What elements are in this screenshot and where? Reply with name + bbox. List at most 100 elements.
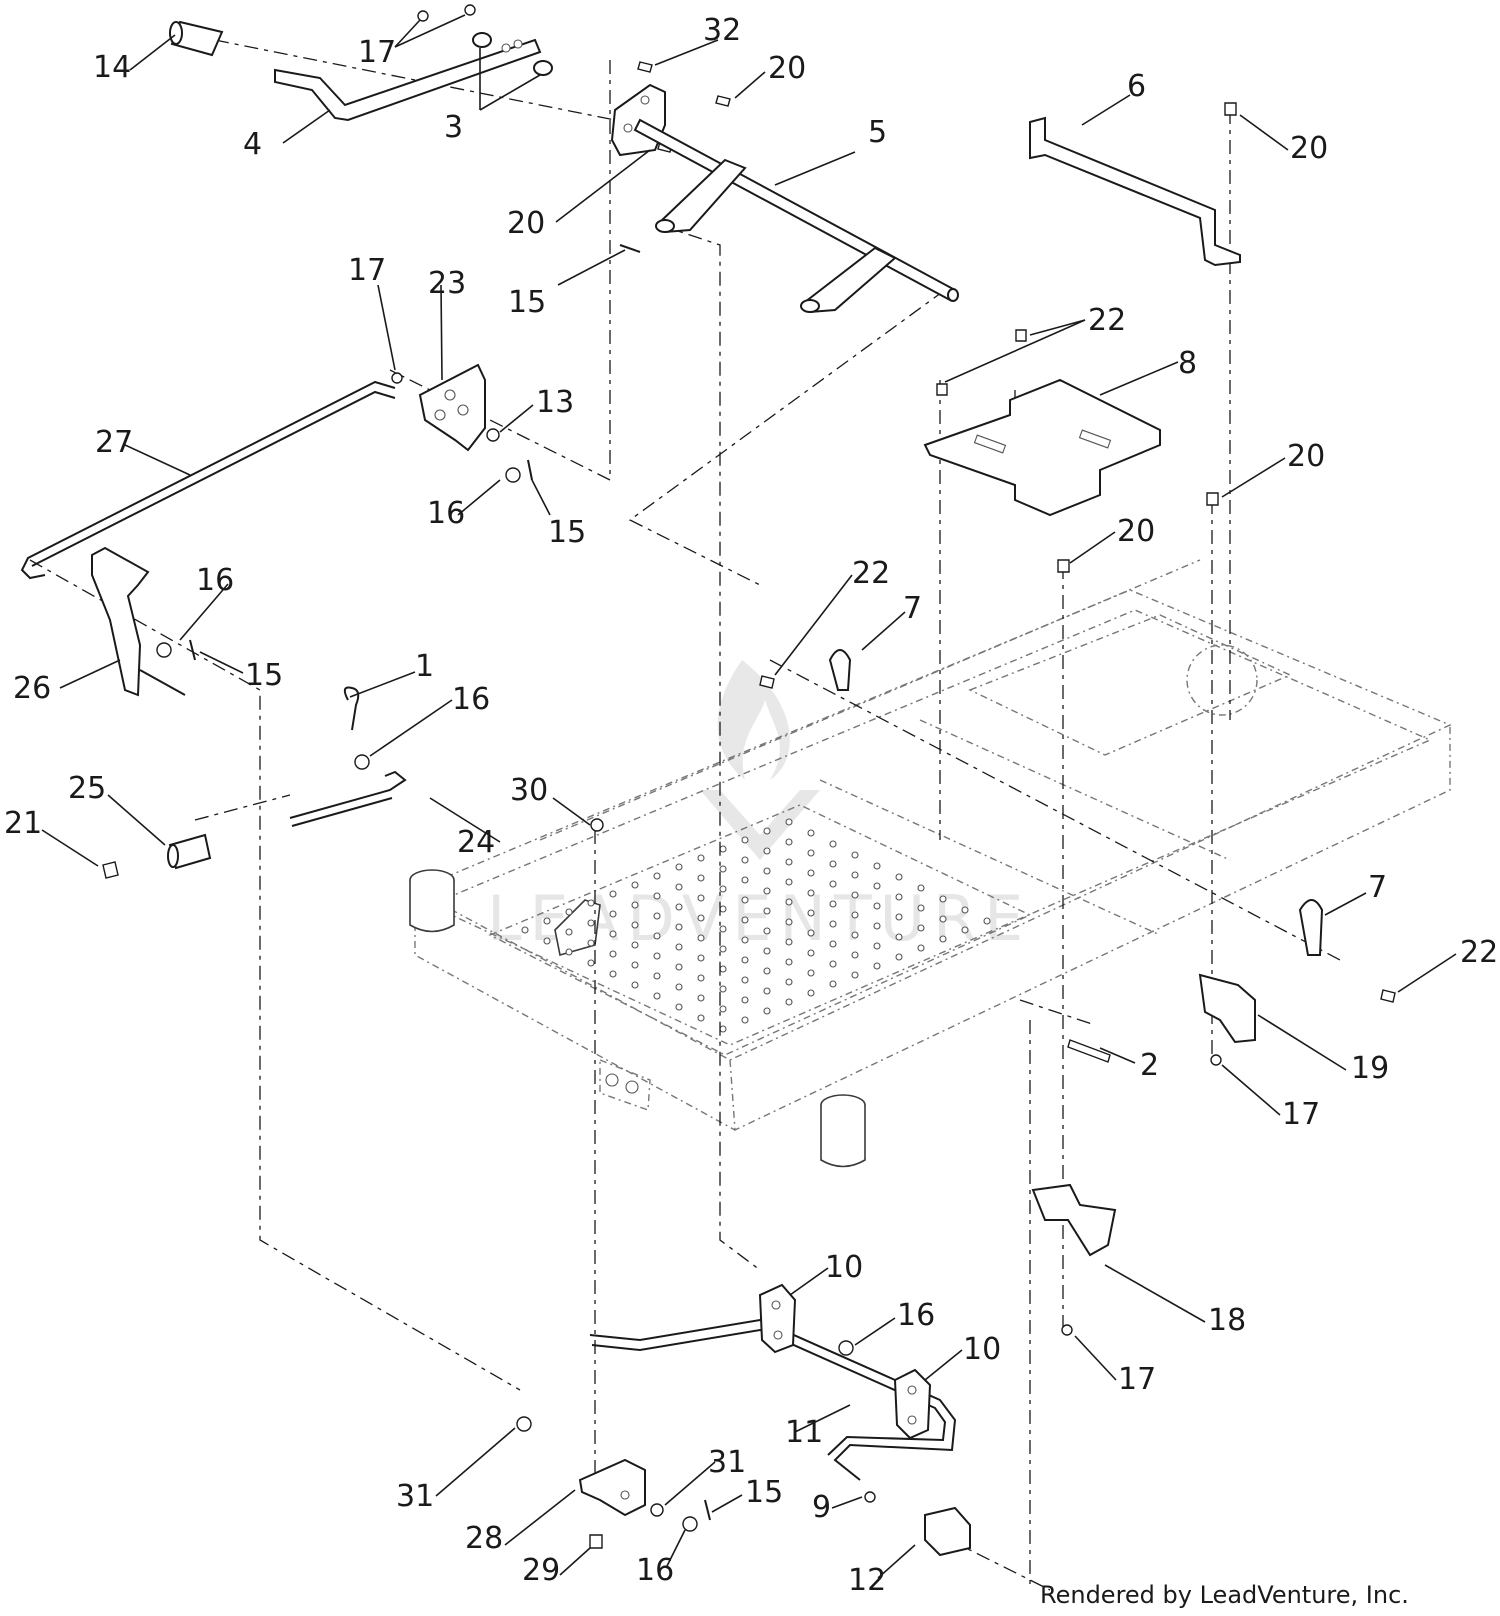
perforation-hole: [631, 921, 639, 929]
callout-12: 12: [848, 1563, 886, 1598]
part-20-bolt-b: [1206, 492, 1219, 506]
perforation-hole: [741, 896, 749, 904]
callout-20d: 20: [1287, 439, 1325, 474]
perforation-hole: [873, 922, 881, 930]
perforation-hole: [763, 867, 771, 875]
perforation-hole: [983, 917, 991, 925]
leader-line: [774, 151, 856, 186]
callout-16c: 16: [452, 682, 490, 717]
leader-line: [199, 651, 244, 674]
part-4-lift-lever: [274, 38, 542, 122]
perforation-hole: [895, 933, 903, 941]
leader-line: [107, 794, 166, 846]
part-22-bolt-plate-a: [936, 383, 948, 396]
perforation-hole: [675, 983, 683, 991]
perforation-hole: [829, 880, 837, 888]
callout-15a: 15: [508, 285, 546, 320]
perforation-hole: [807, 929, 815, 937]
perforation-hole: [719, 845, 727, 853]
perforation-hole: [829, 980, 837, 988]
leader-line: [794, 1404, 851, 1433]
part-19-bracket: [1198, 973, 1256, 1044]
leader-line: [1397, 953, 1457, 993]
callout-3: 3: [444, 110, 463, 145]
leader-line: [59, 659, 121, 689]
perforation-hole: [675, 903, 683, 911]
perforation-hole: [631, 901, 639, 909]
leader-line: [664, 1461, 716, 1506]
part-23-bracket: [418, 363, 486, 452]
leader-line: [531, 479, 551, 516]
leader-line: [1221, 1064, 1281, 1116]
callout-27: 27: [95, 425, 133, 460]
part-8-mounting-plate: [923, 378, 1161, 517]
perforation-hole: [785, 878, 793, 886]
callout-20e: 20: [1117, 514, 1155, 549]
perforation-hole: [741, 916, 749, 924]
callout-29: 29: [522, 1553, 560, 1588]
callout-14: 14: [93, 50, 131, 85]
perforation-hole: [565, 928, 573, 936]
perforation-hole: [565, 948, 573, 956]
perforation-hole: [807, 889, 815, 897]
part-10-arm-lower: [893, 1368, 932, 1440]
perforation-hole: [719, 905, 727, 913]
perforation-hole: [763, 967, 771, 975]
part-30-nut: [590, 818, 604, 832]
part-17-nuts-top: [417, 4, 476, 22]
part-10-arm-upper: [758, 1283, 797, 1354]
leader-line: [552, 797, 591, 826]
perforation-hole: [719, 1005, 727, 1013]
callout-2: 2: [1140, 1048, 1159, 1083]
perforation-hole: [719, 885, 727, 893]
callout-22a: 22: [1088, 303, 1126, 338]
perforation-hole: [785, 978, 793, 986]
perforation-hole: [741, 876, 749, 884]
part-20-bolt-a: [1224, 102, 1237, 116]
perforation-hole: [543, 917, 551, 925]
perforation-hole: [851, 911, 859, 919]
part-29-bolt: [589, 1534, 603, 1549]
leader-line: [1081, 94, 1131, 126]
perforation-hole: [697, 994, 705, 1002]
perforation-hole: [675, 883, 683, 891]
perforation-hole: [521, 926, 529, 934]
leader-line: [924, 1349, 963, 1381]
perforation-hole: [807, 829, 815, 837]
leader-line: [440, 284, 443, 381]
perforation-hole: [697, 934, 705, 942]
perforation-hole: [653, 932, 661, 940]
perforation-hole: [653, 892, 661, 900]
perforation-hole: [653, 872, 661, 880]
perforation-hole: [939, 935, 947, 943]
part-31-spacer-a: [516, 1416, 532, 1432]
callout-leaders: [41, 14, 1457, 1579]
part-22-bolt-left: [759, 675, 775, 689]
callout-10a: 10: [825, 1250, 863, 1285]
part-15-hairpins: [189, 244, 711, 1521]
perforation-hole: [675, 923, 683, 931]
leader-line: [711, 1494, 743, 1513]
callout-labels: 1 2 3 4 5 6 7 7 8 9 10 10 11 12 13 14 15…: [4, 13, 1498, 1598]
callout-17b: 17: [348, 253, 386, 288]
leader-line: [774, 574, 853, 676]
perforation-hole: [807, 969, 815, 977]
part-16-washer-upper: [505, 467, 521, 483]
part-16-washer-pedal: [156, 642, 172, 658]
leader-line: [429, 797, 501, 843]
perforation-hole: [917, 904, 925, 912]
mower-chassis-frame: [409, 559, 1452, 1168]
perforation-hole: [719, 865, 727, 873]
leader-line: [734, 71, 766, 99]
callout-11: 11: [785, 1415, 823, 1450]
leader-line: [854, 1317, 896, 1346]
part-7-clip-left: [828, 649, 852, 691]
leader-line: [555, 149, 651, 223]
callout-16e: 16: [636, 1553, 674, 1588]
callout-20a: 20: [768, 51, 806, 86]
leader-line: [479, 74, 541, 111]
callout-17d: 17: [1118, 1362, 1156, 1397]
callout-23: 23: [428, 266, 466, 301]
leader-line: [1074, 1335, 1117, 1381]
